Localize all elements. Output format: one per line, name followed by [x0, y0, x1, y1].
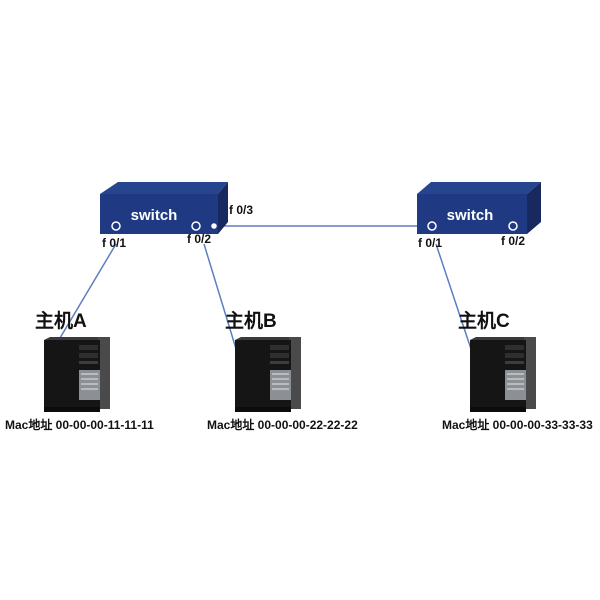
host-a-name: 主机A [35, 310, 87, 332]
switch-1-port-f03 [209, 221, 219, 231]
host-a-computer [44, 337, 110, 412]
switch-2-port-f01-label: f 0/1 [418, 236, 442, 250]
link-switch1-hostB [203, 243, 238, 353]
switch-1-side [218, 182, 228, 234]
link-switch2-hostC [435, 243, 473, 353]
host-c-mac: Mac地址 00-00-00-33-33-33 [442, 417, 593, 432]
host-c-name: 主机C [458, 310, 510, 332]
switch-2-side [527, 182, 541, 234]
switch-2-port-f02-label: f 0/2 [501, 234, 525, 248]
host-b-name: 主机B [225, 310, 277, 332]
host-b-computer [235, 337, 301, 412]
switch-1-top [100, 182, 228, 194]
switch-1-port-f02-label: f 0/2 [187, 232, 211, 246]
switch-2: switch [417, 182, 541, 234]
switch-2-label: switch [447, 207, 494, 224]
host-c-computer [470, 337, 536, 412]
switch-1-port-f03-label: f 0/3 [229, 203, 253, 217]
switch-1: switch [100, 182, 228, 234]
switch-1-port-f01-label: f 0/1 [102, 236, 126, 250]
link-switch1-hostA [59, 243, 117, 339]
switch-2-top [417, 182, 541, 194]
host-b-mac: Mac地址 00-00-00-22-22-22 [207, 417, 358, 432]
switch-1-port-f02 [191, 221, 201, 231]
switch-1-label: switch [131, 207, 178, 224]
switch-2-port-f02 [508, 221, 518, 231]
switch-1-port-f01 [111, 221, 121, 231]
host-a-mac: Mac地址 00-00-00-11-11-11 [5, 417, 154, 432]
switch-2-port-f01 [427, 221, 437, 231]
